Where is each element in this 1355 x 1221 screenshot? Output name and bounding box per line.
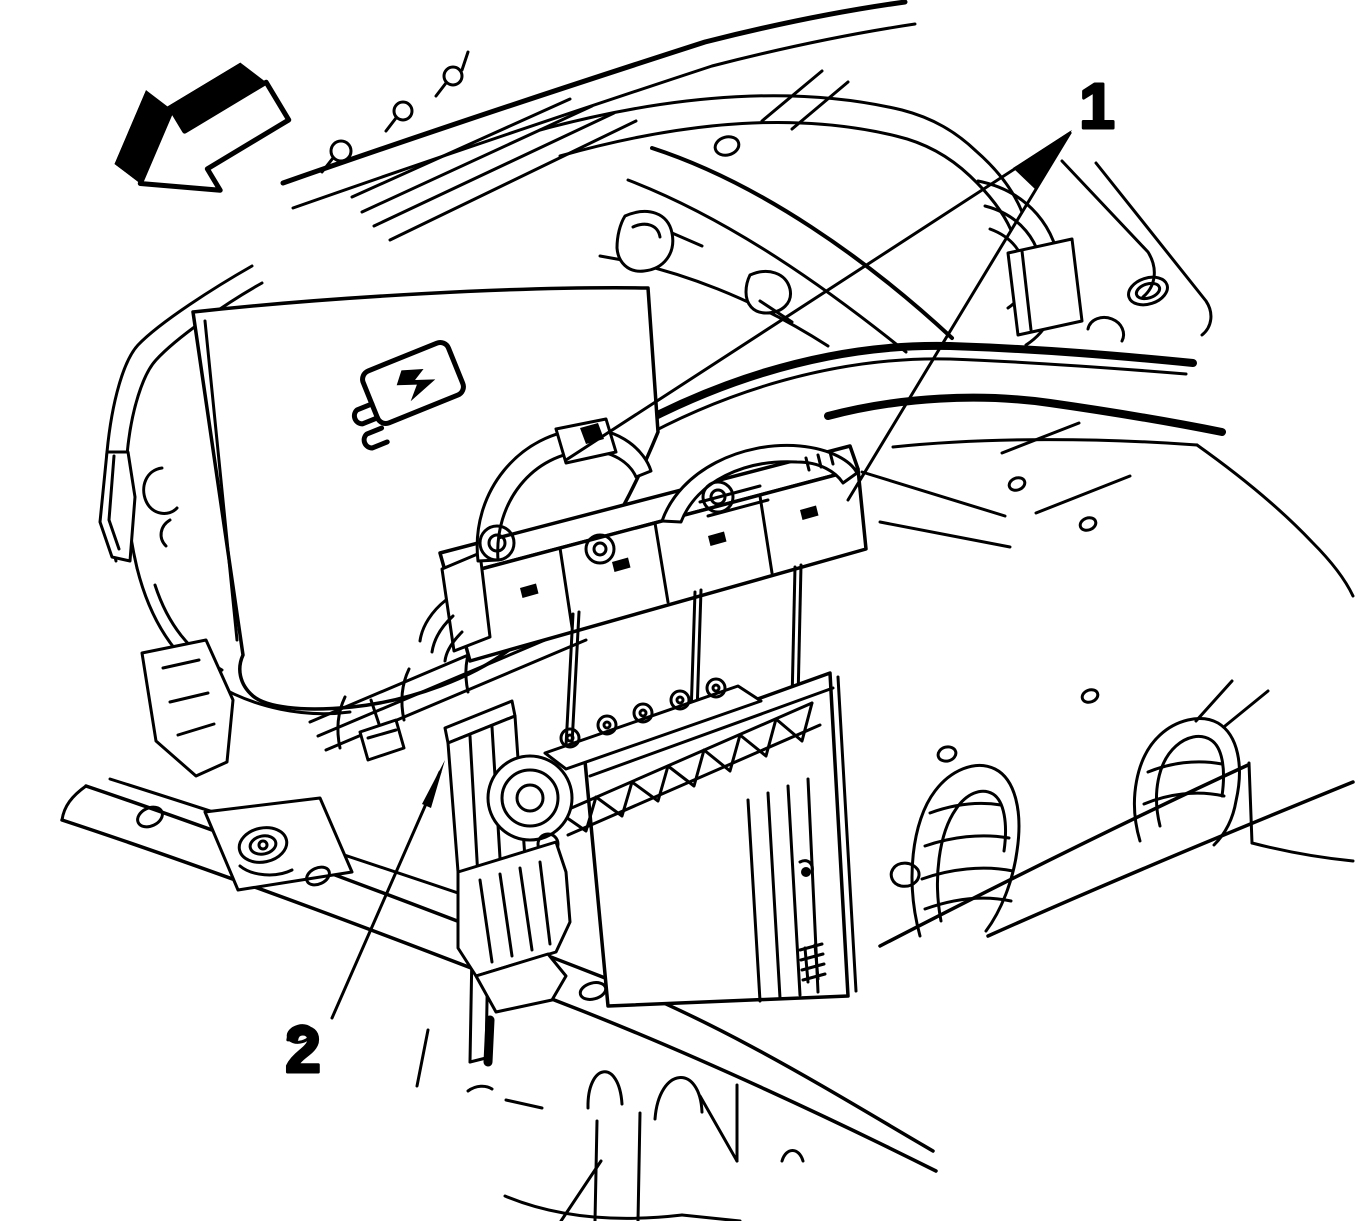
callout-1: 1	[564, 69, 1116, 502]
frame-rails	[878, 679, 1355, 948]
callout-2: 2	[284, 760, 445, 1088]
callout-1-leader-wedge	[1013, 130, 1072, 190]
fender-and-strut-tower-lines	[571, 159, 1355, 888]
engine-harness-lines	[538, 94, 1024, 354]
front-crossmember	[60, 777, 938, 1221]
left-body-edge	[98, 264, 352, 778]
callout-2-label: 2	[285, 1014, 321, 1086]
fuse-icon	[351, 340, 466, 451]
direction-arrow-icon	[114, 62, 292, 193]
callout-2-leader-tip	[422, 760, 445, 808]
callout-2-leader	[330, 770, 442, 1020]
callout-1-leader-b	[846, 131, 1072, 502]
callout-1-leader-a	[564, 131, 1072, 462]
cowl-panel-lines	[280, 0, 917, 242]
ecm-module	[443, 671, 858, 1014]
harness-connectors	[418, 417, 1012, 748]
callout-1-label: 1	[1079, 70, 1115, 142]
